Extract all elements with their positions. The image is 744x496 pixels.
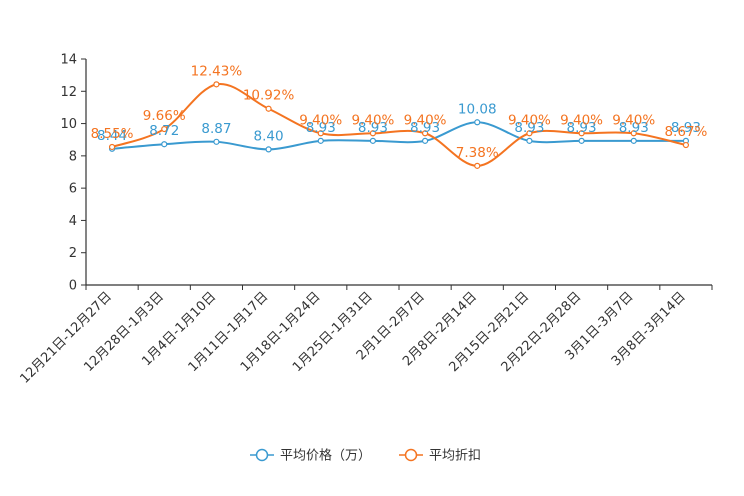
series-1-point[interactable] <box>526 130 533 137</box>
legend-label: 平均折扣 <box>429 449 481 464</box>
series-1-data-label: 9.40% <box>299 112 342 128</box>
series-1-data-label: 9.40% <box>404 112 447 128</box>
series-1-data-label: 9.40% <box>351 112 394 128</box>
series-1-data-label: 9.40% <box>508 112 551 128</box>
series-0-point[interactable] <box>526 137 533 144</box>
y-tick-label: 0 <box>69 279 77 294</box>
legend-marker-swatch <box>255 448 269 462</box>
series-1-data-label: 8.55% <box>91 126 134 142</box>
series-0-data-label: 8.93 <box>567 120 597 136</box>
series-0-data-label: 8.72 <box>149 123 179 139</box>
series-1-data-label: 10.92% <box>243 88 295 104</box>
y-tick-label: 12 <box>60 85 77 100</box>
x-tick-label: 12月21日-12月27日 <box>17 289 114 386</box>
series-0-data-label: 8.93 <box>410 120 440 136</box>
series-1-data-label: 12.43% <box>191 63 243 79</box>
series-0-data-label: 8.93 <box>619 120 649 136</box>
series-0-point[interactable] <box>317 137 324 144</box>
y-tick-label: 2 <box>69 246 77 261</box>
axes-layer: 0246810121412月21日-12月27日12月28日-1月3日1月4日-… <box>17 53 713 387</box>
series-0-point[interactable] <box>369 137 377 144</box>
series-1-point[interactable] <box>682 141 690 149</box>
series-1-point[interactable] <box>369 130 377 137</box>
series-0-point[interactable] <box>578 137 585 144</box>
y-tick-label: 14 <box>60 53 77 68</box>
y-tick-label: 6 <box>69 182 77 197</box>
series-1-data-label: 9.40% <box>560 112 603 128</box>
series-1-data-label: 8.67% <box>664 124 707 140</box>
legend-item-0[interactable]: 平均价格（万） <box>250 448 371 464</box>
series-0-data-label: 8.87 <box>201 121 231 137</box>
series-1-point[interactable] <box>630 130 637 137</box>
legend-marker-swatch <box>404 448 418 462</box>
series-0-point[interactable] <box>474 119 481 126</box>
legend-item-1[interactable]: 平均折扣 <box>399 449 481 464</box>
series-0-point[interactable] <box>265 146 272 153</box>
series-1-point[interactable] <box>474 162 481 169</box>
points-layer <box>108 81 690 169</box>
series-line-0 <box>111 121 686 151</box>
data-labels-layer: 8.44 8.72 8.87 8.40 8.93 8.93 8.93 10.08 8.93 8.9… <box>91 63 708 161</box>
series-1-point[interactable] <box>213 81 220 88</box>
y-tick-label: 4 <box>69 214 77 229</box>
legend-label: 平均价格（万） <box>280 448 371 464</box>
series-0-data-label: 8.44 <box>97 128 127 144</box>
series-1-data-label: 9.66% <box>143 108 186 124</box>
y-tick-label: 10 <box>60 117 77 132</box>
series-0-data-label: 8.93 <box>358 120 388 136</box>
series-0-point[interactable] <box>421 137 429 144</box>
series-1-point[interactable] <box>421 130 429 137</box>
series-1-point[interactable] <box>578 130 585 137</box>
series-0-data-label: 10.08 <box>458 101 497 117</box>
series-1-data-label: 9.40% <box>612 112 655 128</box>
y-tick-label: 8 <box>69 149 77 164</box>
series-1-point[interactable] <box>161 125 168 133</box>
series-1-point[interactable] <box>265 105 272 112</box>
legend[interactable]: 平均价格（万） 平均折扣 <box>250 448 481 464</box>
series-0-data-label: 8.40 <box>254 128 284 144</box>
series-1-data-label: 7.38% <box>456 145 499 161</box>
series-1-point[interactable] <box>317 130 324 137</box>
series-1-point[interactable] <box>108 143 116 151</box>
series-0-data-label: 8.93 <box>514 120 544 136</box>
series-0-point[interactable] <box>630 137 637 144</box>
series-0-data-label: 8.93 <box>306 120 336 136</box>
series-0-point[interactable] <box>161 141 168 148</box>
series-0-point[interactable] <box>213 138 220 145</box>
series-0-data-label: 8.93 <box>671 120 701 136</box>
